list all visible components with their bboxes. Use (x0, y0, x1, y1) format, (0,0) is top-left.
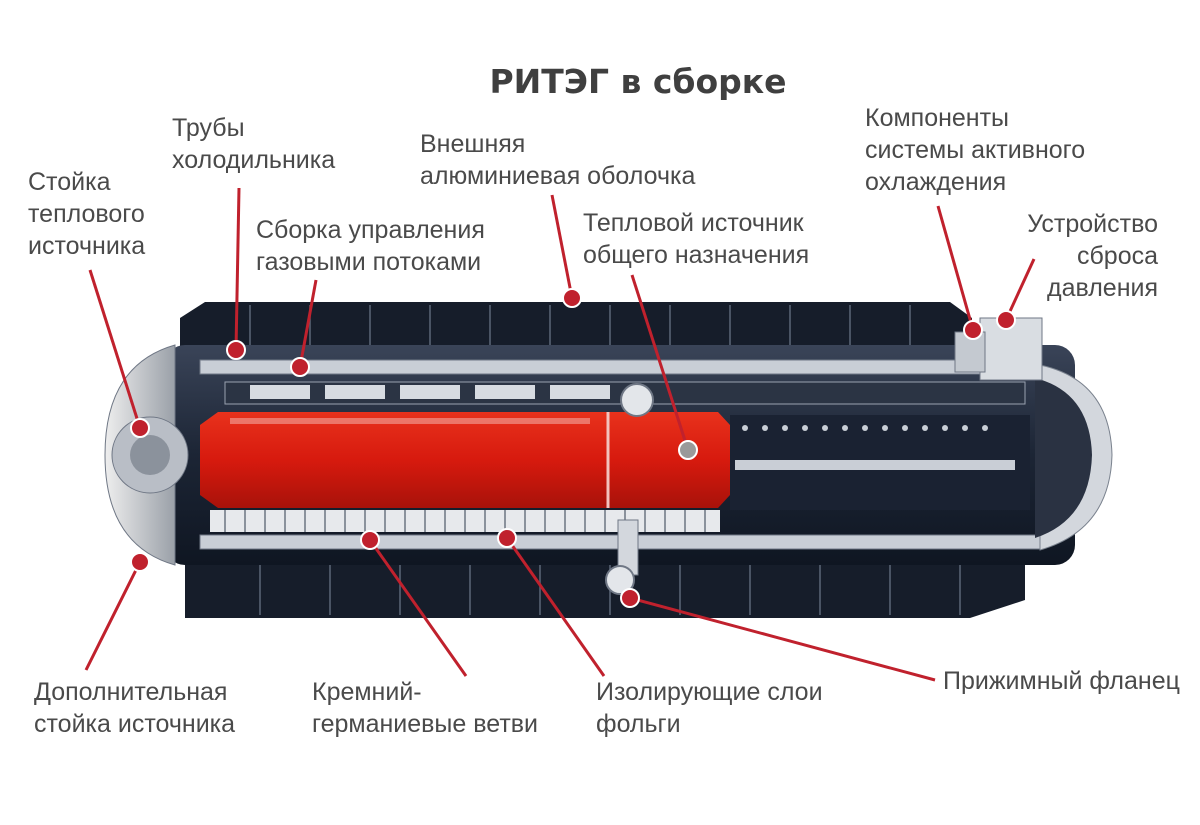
marker-active-cooling (963, 320, 983, 340)
marker-cooler-tubes (226, 340, 246, 360)
marker-extra-rack (130, 552, 150, 572)
leader-gas-flow (298, 279, 318, 368)
marker-outer-shell (562, 288, 582, 308)
marker-gas-flow (290, 357, 310, 377)
left-end-cap (104, 344, 189, 566)
right-end-cap (1035, 364, 1113, 551)
leader-pressure-relief (1004, 258, 1036, 321)
label-flange: Прижимный фланец (943, 667, 1180, 695)
cooling-fins-top (180, 302, 972, 352)
leader-extra-rack (84, 561, 142, 671)
leader-outer-shell (550, 194, 574, 299)
markers (130, 288, 1016, 608)
heat-source-module (200, 412, 730, 508)
center-flange (605, 383, 654, 595)
marker-heat-source-rack (130, 418, 150, 438)
leader-heat-source-rack (88, 269, 142, 429)
label-sige-legs: Кремний-германиевые ветви (312, 678, 539, 738)
leader-general-heat-source (630, 274, 690, 451)
cooling-fins-bottom (185, 560, 1025, 618)
marker-sige-legs (360, 530, 380, 550)
marker-flange (620, 588, 640, 608)
marker-pressure-relief (996, 310, 1016, 330)
leader-foil-layers (505, 537, 606, 677)
marker-general-heat-source (678, 440, 698, 460)
diagram-title: РИТЭГ в сборке (489, 62, 787, 101)
leader-sige-legs (368, 539, 468, 677)
leader-cooler-tubes (234, 187, 241, 351)
marker-foil-layers (497, 528, 517, 548)
leader-flange (629, 596, 936, 682)
inner-right-section (730, 415, 1030, 543)
leader-lines (84, 187, 1036, 682)
sige-legs-strip (210, 510, 720, 532)
leader-active-cooling (936, 205, 975, 331)
